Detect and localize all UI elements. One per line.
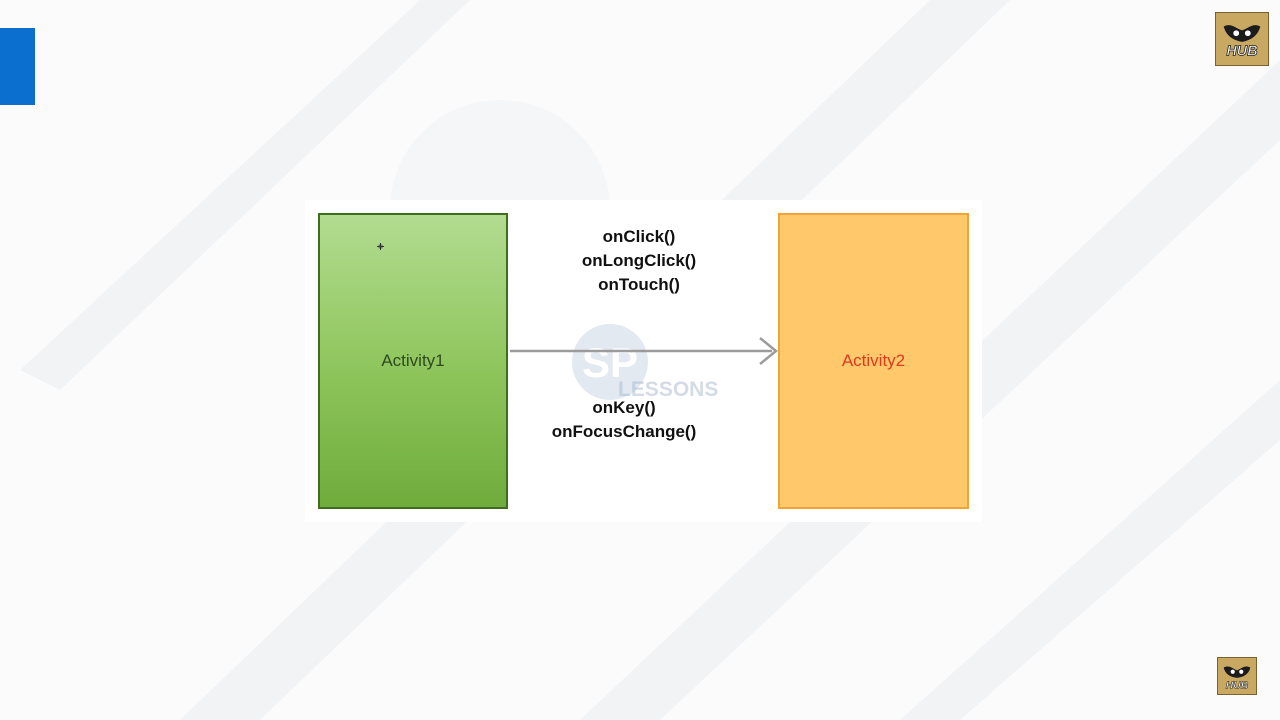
owl-icon: HUB bbox=[1218, 658, 1256, 694]
event-ontouch: onTouch() bbox=[598, 275, 680, 294]
event-onclick: onClick() bbox=[602, 227, 676, 246]
activity1-label: Activity1 bbox=[381, 351, 445, 370]
activity1-box: Activity1 bbox=[318, 213, 508, 509]
activity2-label: Activity2 bbox=[841, 351, 906, 370]
event-onfocuschange: onFocusChange() bbox=[551, 422, 697, 441]
logo-text-bottom: HUB bbox=[1226, 680, 1249, 691]
watermark-text: LESSONS bbox=[618, 378, 719, 401]
logo-text-top: HUB bbox=[1226, 43, 1257, 59]
right-arrow-icon bbox=[510, 337, 778, 365]
cursor-icon bbox=[377, 243, 384, 250]
event-onlongclick: onLongClick() bbox=[581, 251, 697, 270]
event-onkey: onKey() bbox=[592, 398, 656, 417]
hub-logo-small: HUB bbox=[1217, 657, 1257, 695]
event-list-above: onClick() onLongClick() onTouch() bbox=[539, 225, 739, 297]
activity2-box: Activity2 bbox=[778, 213, 969, 509]
svg-text:SP: SP bbox=[582, 339, 638, 386]
hub-logo: HUB bbox=[1215, 12, 1269, 66]
event-list-below: onKey() onFocusChange() bbox=[524, 396, 724, 444]
owl-icon: HUB bbox=[1216, 13, 1268, 65]
slide-accent-bar bbox=[0, 28, 35, 105]
watermark-logo: SP bbox=[572, 324, 648, 400]
